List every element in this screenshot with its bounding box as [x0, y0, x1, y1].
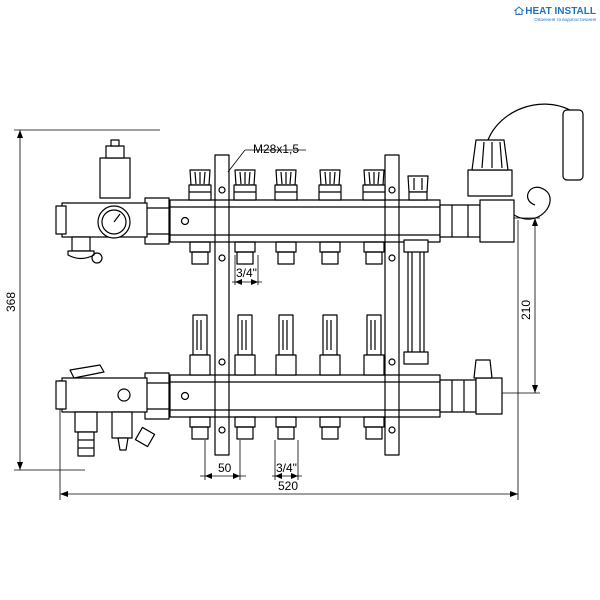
thread-label: M28x1,5: [253, 142, 299, 156]
right-supply-group: [439, 103, 584, 243]
rail-distance-label: 210: [519, 300, 533, 320]
right-return-group: [439, 359, 503, 415]
total-width-label: 520: [278, 479, 298, 493]
outlet-nuts-lower: [189, 416, 385, 440]
dimension-arrows: [17, 130, 538, 497]
upper-connection-label: 3/4": [236, 266, 257, 280]
lower-connection-label: 3/4": [276, 461, 297, 475]
logo-name: HEAT INSTALL: [525, 6, 596, 17]
mounting-brackets: [214, 154, 400, 456]
total-height-label: 368: [4, 292, 18, 312]
side-tube: [403, 239, 429, 365]
brand-logo: HEAT INSTALL Опалення та водопостачання: [514, 6, 596, 22]
left-return-group: [55, 364, 170, 457]
flow-meters: [189, 314, 385, 376]
left-supply-group: [55, 139, 170, 264]
house-icon: [514, 6, 525, 15]
outlet-nuts-upper: [189, 241, 385, 265]
spacing-label: 50: [218, 461, 232, 475]
logo-tagline: Опалення та водопостачання: [534, 17, 596, 22]
valve-caps-upper: [188, 169, 429, 201]
